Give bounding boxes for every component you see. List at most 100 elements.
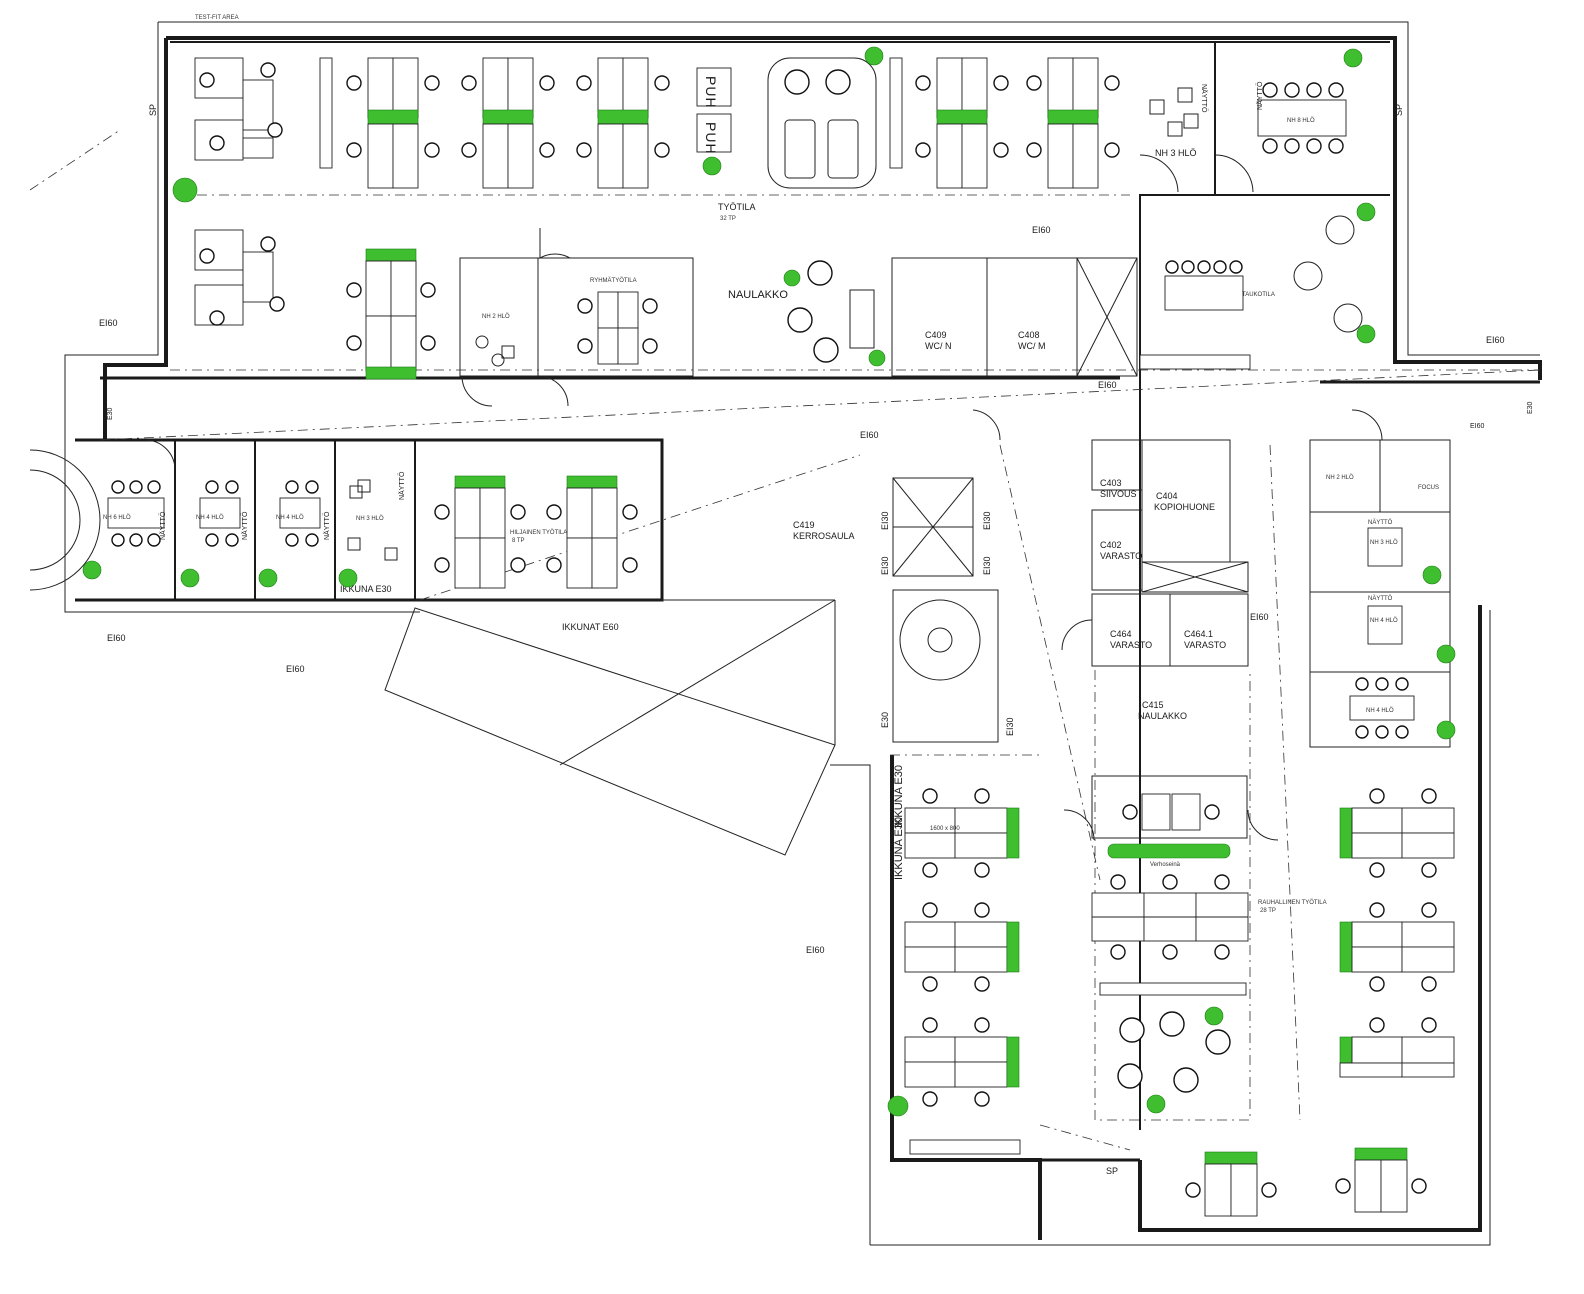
c415-name: NAULAKKO <box>1138 711 1187 721</box>
c403-code: C403 <box>1100 478 1122 488</box>
c409-name: WC/ N <box>925 341 952 351</box>
ei60-label: EI60 <box>286 664 305 674</box>
plants <box>82 46 1456 1117</box>
nh2-right-label: NH 2 HLÖ <box>1326 474 1354 481</box>
desk-cluster <box>346 57 440 189</box>
taukotila-label: TAUKOTILA <box>1242 292 1275 298</box>
sp-label: SP <box>148 104 158 116</box>
desk-cluster <box>1026 57 1120 189</box>
c409-code: C409 <box>925 330 947 340</box>
ei60-label: EI60 <box>1098 380 1117 390</box>
tyotila-name: TYÖTILA <box>718 202 756 212</box>
group-rooms: NH 2 HLÖ RYHMÄTYÖTILA NAULAKKO <box>459 257 875 377</box>
phone-booths: PUH PUH <box>696 67 732 155</box>
ikkunat-e60-label: IKKUNAT E60 <box>562 622 619 632</box>
plant-icon <box>1436 720 1456 740</box>
plant-icon <box>180 568 200 588</box>
ei60-label: EI60 <box>107 633 126 643</box>
naytto-label: NÄYTTÖ <box>241 511 249 540</box>
nh3-right-label: NH 3 HLÖ <box>1370 539 1398 546</box>
rauhallinen-area: Verhoseinä RAUHALLINEN TYÖTILA 28 TP <box>1091 843 1327 1093</box>
desk-cluster <box>915 57 1009 189</box>
c464-1-code: C464.1 <box>1184 629 1213 639</box>
sp-label: SP <box>1106 1166 1118 1176</box>
nh4-right1-label: NH 4 HLÖ <box>1370 617 1398 624</box>
top-right-meeting: NH 3 HLÖ NÄYTTÖ NH 8 HLÖ NÄYTTÖ SP SP <box>148 81 1404 158</box>
naytto-label: NÄYTTÖ <box>1368 519 1393 526</box>
ei30-label: EI30 <box>982 556 992 575</box>
core-stairs: C419 KERROSAULA EI30 EI30 EI30 EI30 E30 … <box>793 477 1015 743</box>
middle-desk-cluster <box>194 229 436 380</box>
left-spiral-stair <box>29 449 101 591</box>
ei60-label: EI60 <box>99 318 118 328</box>
ei60-label: EI60 <box>1250 612 1269 622</box>
nh4-right2-label: NH 4 HLÖ <box>1366 707 1394 714</box>
c464-code: C464 <box>1110 629 1132 639</box>
shelf <box>889 57 903 169</box>
ryhmatyotila-label: RYHMÄTYÖTILA <box>590 277 637 284</box>
c404-name: KOPIOHUONE <box>1154 502 1215 512</box>
plant-icon <box>887 1095 909 1117</box>
plant-icon <box>258 568 278 588</box>
nh6-label: NH 6 HLÖ <box>103 514 131 521</box>
nh4-a-label: NH 4 HLÖ <box>196 514 224 521</box>
plant-icon <box>1204 1006 1224 1026</box>
test-fit-boundary: TEST-FIT AREA <box>64 15 1540 1246</box>
ei30-label: EI30 <box>982 511 992 530</box>
top-desk-clusters <box>194 57 1120 189</box>
doors <box>144 154 1383 841</box>
plant-icon <box>783 269 801 287</box>
plant-icon <box>702 156 722 176</box>
plant-icon <box>1436 644 1456 664</box>
lower-right-workstations: SP <box>1106 788 1455 1217</box>
exterior-walls <box>75 36 1542 1240</box>
shelf <box>319 57 333 169</box>
plant-icon <box>1146 1094 1166 1114</box>
plant-icon <box>338 568 358 588</box>
c404-code: C404 <box>1156 491 1178 501</box>
plant-icon <box>1422 565 1442 585</box>
naytto-label: NÄYTTÖ <box>159 511 167 540</box>
tyotila-label: TYÖTILA 32 TP <box>718 202 756 222</box>
ei30-label: EI30 <box>880 556 890 575</box>
taukotila: TAUKOTILA EI60 <box>1139 215 1505 370</box>
c419-code: C419 <box>793 520 815 530</box>
ikkuna-e30-label: IKKUNA E30 <box>893 765 905 828</box>
nh4-b-label: NH 4 HLÖ <box>276 514 304 521</box>
focus-label: FOCUS <box>1418 485 1439 491</box>
hiljainen-sub: 8 TP <box>512 538 525 544</box>
plant-icon <box>1356 202 1376 222</box>
rauhallinen-sub: 28 TP <box>1260 908 1276 914</box>
ei30-label: EI30 <box>1005 717 1015 736</box>
ikkuna-e30-label: IKKUNA E30 <box>340 584 392 594</box>
plant-icon <box>1356 324 1376 344</box>
ei30-label: EI30 <box>880 511 890 530</box>
lower-left-workstations: 1600 x 800 IKKUNA E30 IKKUNA E30 EI60 <box>806 765 1021 1155</box>
puh-label: PUH <box>703 122 719 155</box>
naytto-label: NÄYTTÖ <box>1368 595 1393 602</box>
naytto-label: NÄYTTÖ <box>398 471 406 500</box>
desk-size-label: 1600 x 800 <box>930 826 960 832</box>
ei60-label: EI60 <box>1486 335 1505 345</box>
nh3-top-label: NH 3 HLÖ <box>1155 148 1197 158</box>
c419-name: KERROSAULA <box>793 531 855 541</box>
plant-icon <box>868 349 886 367</box>
lounge-pod <box>767 57 877 189</box>
verhoseina-label: Verhoseinä <box>1150 862 1181 868</box>
ei60-label: EI60 <box>1470 423 1485 430</box>
plant-icon <box>864 46 884 66</box>
nh2-label: NH 2 HLÖ <box>482 313 510 320</box>
c415-code: C415 <box>1142 700 1164 710</box>
ikkuna-e30-label: IKKUNA E30 <box>893 817 905 880</box>
ei60-label: EI60 <box>860 430 879 440</box>
nh3-left-label: NH 3 HLÖ <box>356 515 384 522</box>
wc-block: C409 WC/ N C408 WC/ M EI60 EI60 <box>891 225 1138 390</box>
ei60-label: EI60 <box>1032 225 1051 235</box>
plant-icon <box>1343 48 1363 68</box>
nh8-label: NH 8 HLÖ <box>1287 117 1315 124</box>
right-meeting-rooms: NH 2 HLÖ FOCUS NH 3 HLÖ NÄYTTÖ NH 4 HLÖ … <box>1309 423 1485 748</box>
desk-cluster <box>461 57 555 189</box>
angled-overhang <box>384 599 836 856</box>
puh-label: PUH <box>703 76 719 109</box>
